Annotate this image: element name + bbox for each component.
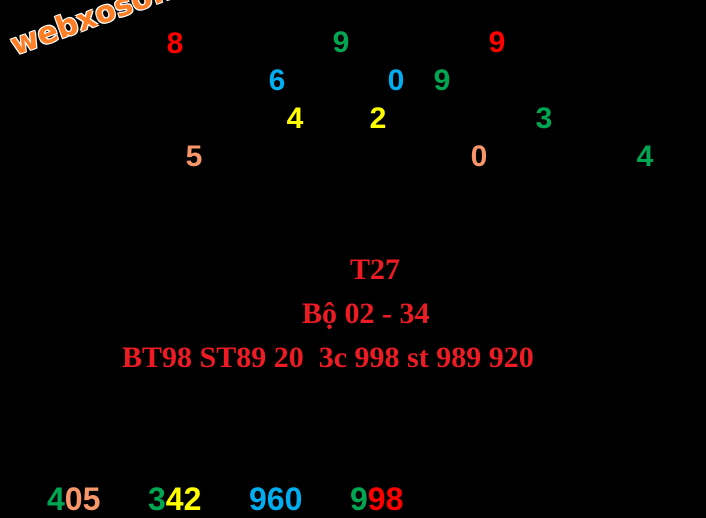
digit-10: 5 xyxy=(185,140,203,173)
digit-5: 0 xyxy=(387,64,405,97)
bottom-number-1-part-1: 4 xyxy=(47,481,65,517)
digit-11: 0 xyxy=(470,140,488,173)
bottom-number-1: 405 xyxy=(47,482,100,516)
bottom-number-2-part-1: 3 xyxy=(148,481,166,517)
bottom-number-4-part-1: 9 xyxy=(350,481,368,517)
bo-line: Bộ 02 - 34 xyxy=(302,297,430,330)
bottom-number-3: 960 xyxy=(249,482,302,516)
bottom-number-1-part-2: 05 xyxy=(64,481,101,517)
digit-4: 6 xyxy=(268,64,286,97)
bt-line: BT98 ST89 20 3c 998 st 989 920 xyxy=(122,341,534,374)
watermark-logo: webxoso.net xyxy=(6,0,221,63)
digit-12: 4 xyxy=(636,140,654,173)
digit-6: 9 xyxy=(433,64,451,97)
digit-7: 4 xyxy=(286,102,304,135)
digit-1: 8 xyxy=(166,27,184,60)
bottom-number-4-part-2: 98 xyxy=(367,481,404,517)
digit-2: 9 xyxy=(332,26,350,59)
bottom-number-2: 342 xyxy=(148,482,201,516)
digit-3: 9 xyxy=(488,26,506,59)
bottom-number-2-part-2: 42 xyxy=(165,481,202,517)
digit-9: 3 xyxy=(535,102,553,135)
title-line: T27 xyxy=(350,253,401,286)
bottom-number-4: 998 xyxy=(350,482,403,516)
bottom-number-3-part-1: 960 xyxy=(249,481,303,517)
digit-8: 2 xyxy=(369,102,387,135)
